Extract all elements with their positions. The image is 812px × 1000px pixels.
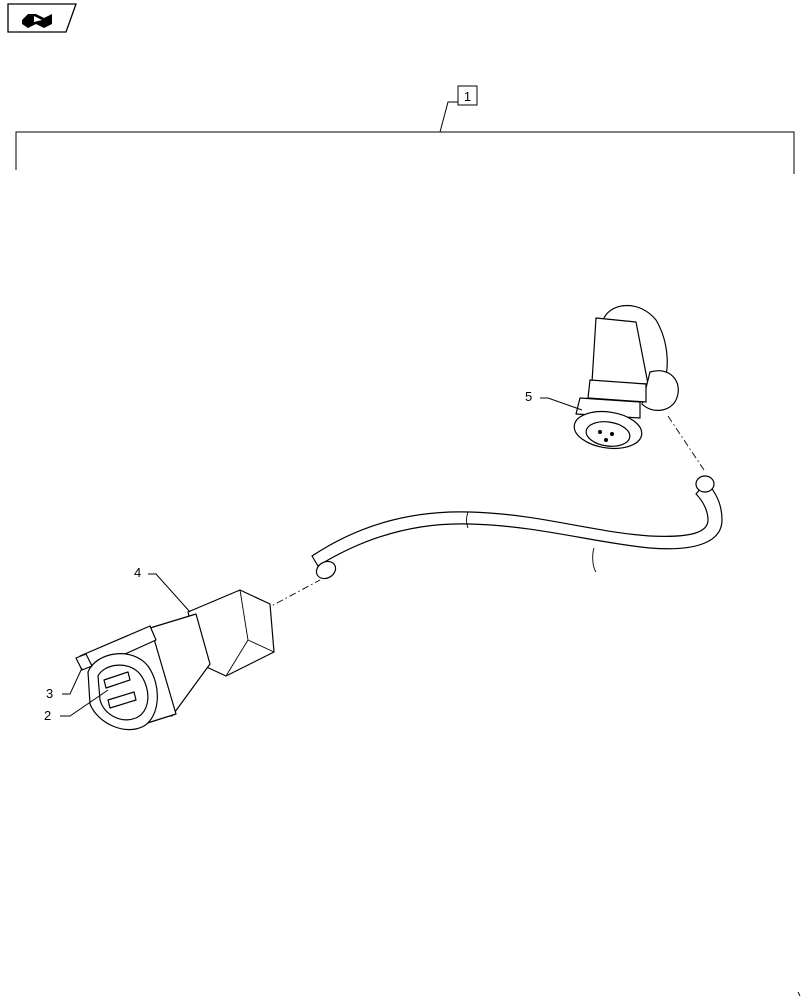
callout-1-label: 1 — [464, 89, 471, 104]
assembly-bracket — [15, 101, 795, 174]
corner-tick — [797, 991, 801, 997]
leader-2 — [60, 689, 109, 717]
leader-4 — [148, 573, 191, 613]
centerline-sensor — [667, 415, 705, 471]
centerline-connector — [263, 579, 321, 611]
callout-3-label[interactable]: 3 — [46, 686, 53, 701]
callout-1[interactable]: 1 — [457, 85, 478, 106]
connector[interactable] — [75, 589, 275, 731]
cable — [311, 475, 723, 580]
sensor[interactable] — [572, 305, 679, 453]
leader-5 — [540, 397, 583, 411]
callout-5-label[interactable]: 5 — [525, 389, 532, 404]
callout-2-label[interactable]: 2 — [44, 708, 51, 723]
book-arrow-icon[interactable] — [7, 3, 77, 33]
leader-3 — [62, 667, 83, 695]
callout-4-label[interactable]: 4 — [134, 565, 141, 580]
